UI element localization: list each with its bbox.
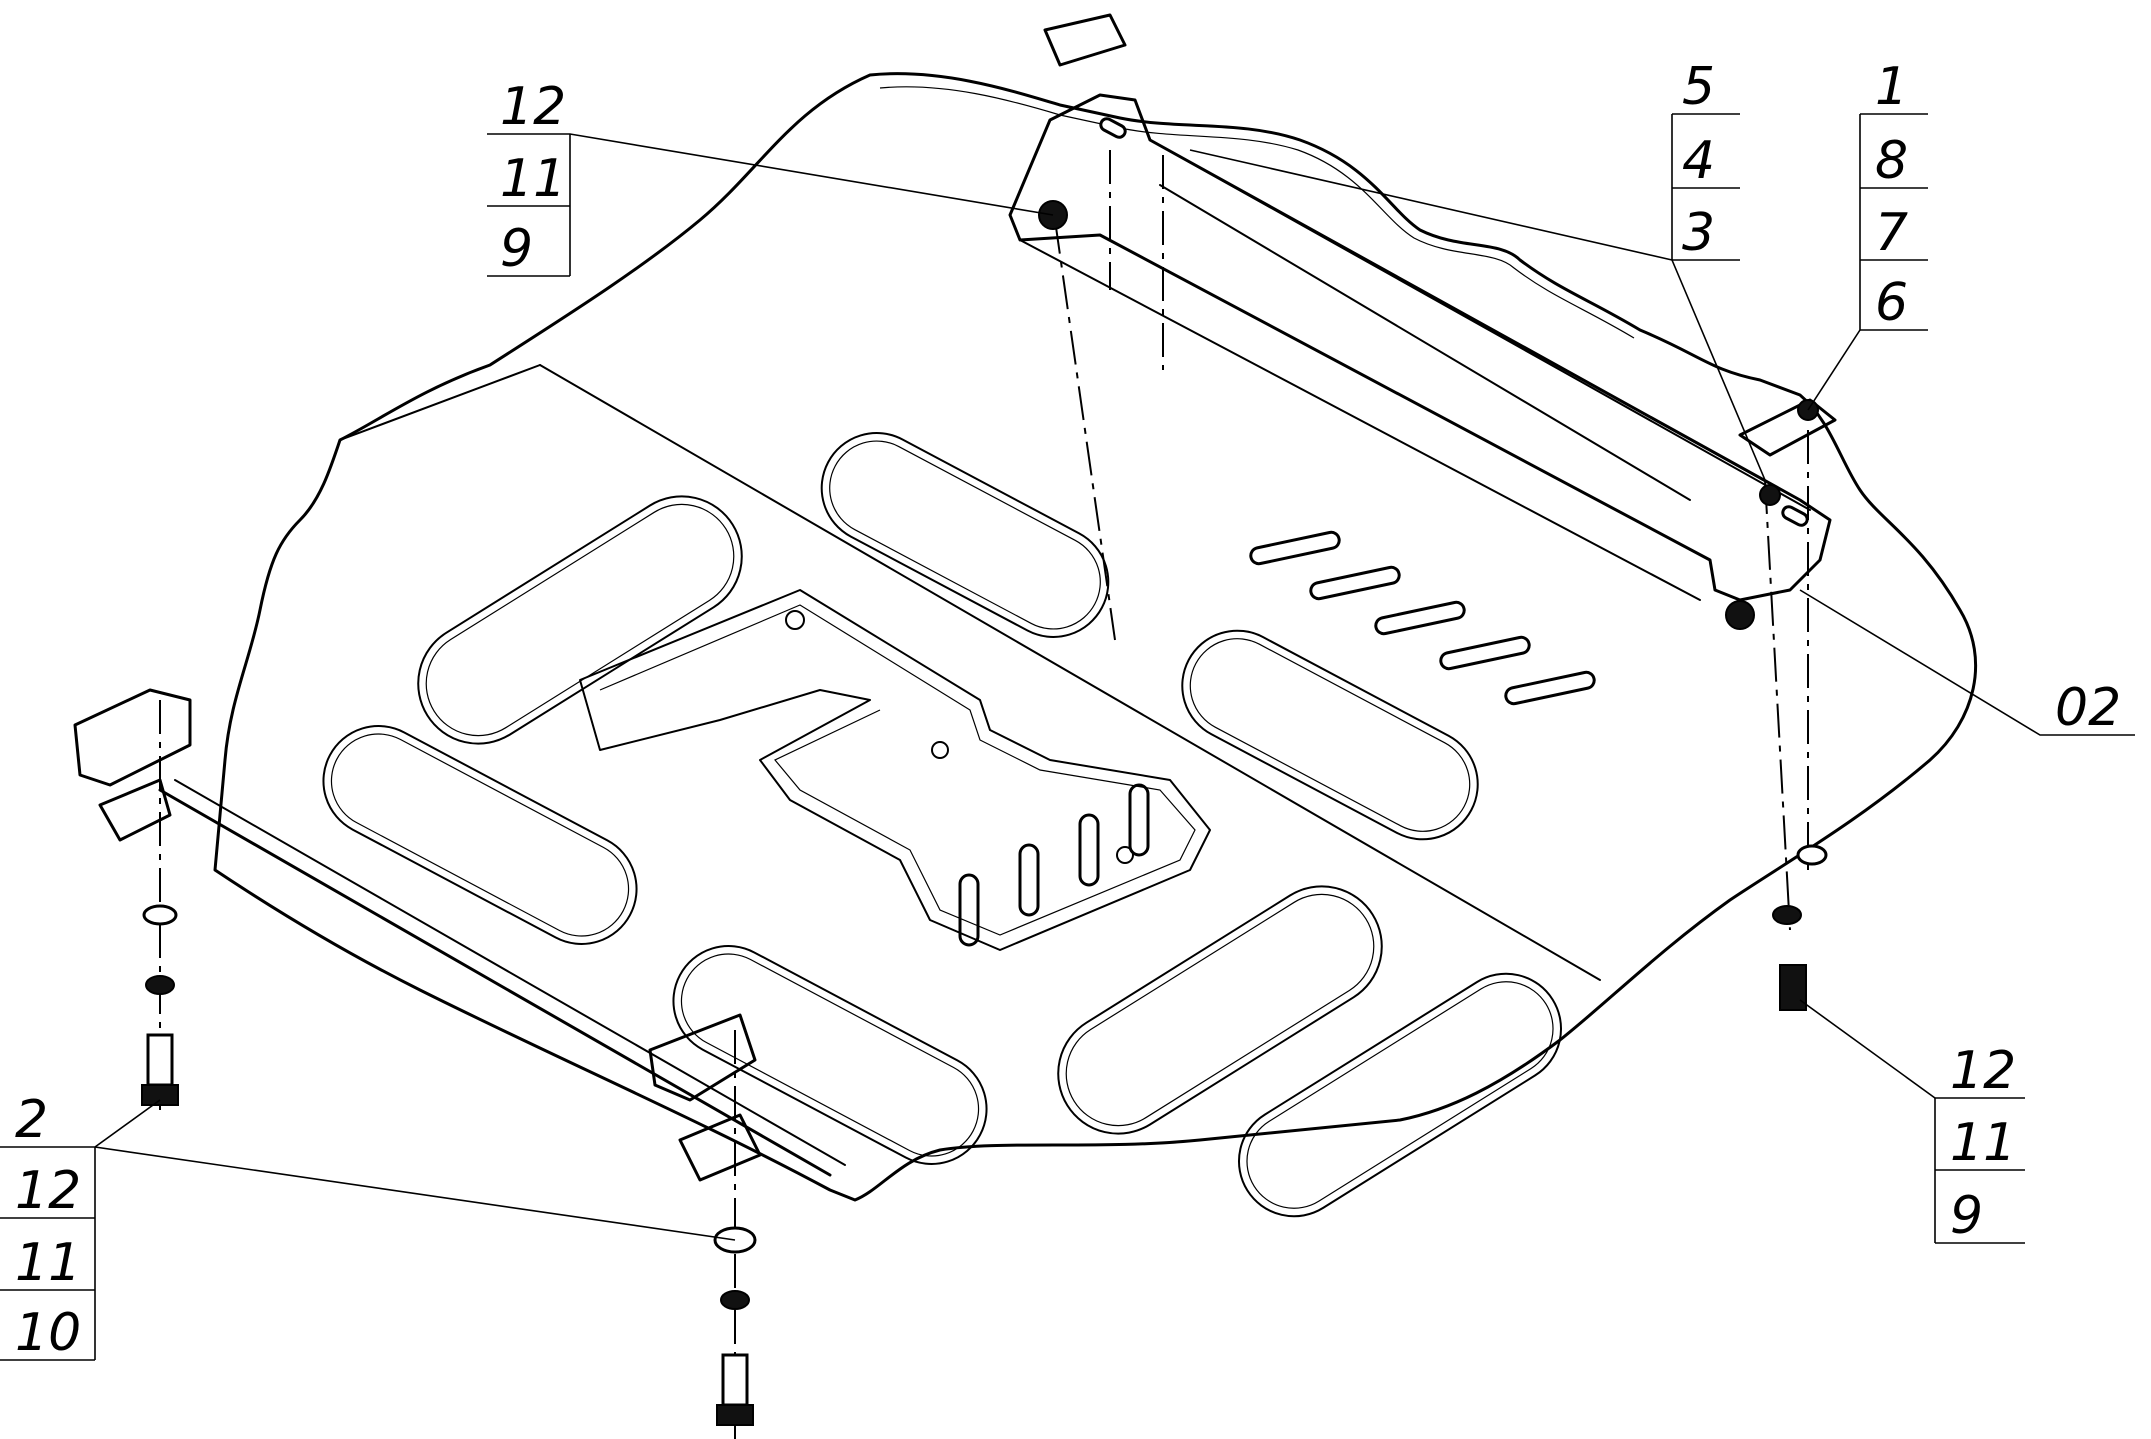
callout-2-12-11-10: 2 12 11 10 — [15, 1090, 81, 1363]
callout-label: 11 — [15, 1233, 81, 1293]
callout-label: 9 — [500, 219, 533, 279]
callout-label: 5 — [1682, 57, 1715, 117]
fasteners — [141, 200, 1828, 1426]
bolt-axes — [159, 150, 1809, 1439]
callout-label: 8 — [1875, 131, 1908, 191]
callout-12-11-9-right: 12 11 9 — [1950, 1041, 2016, 1246]
skid-plate — [158, 72, 1978, 1202]
callout-label: 1 — [1875, 57, 1908, 117]
callout-5-4-3: 5 4 3 — [1682, 57, 1715, 263]
callout-label: 02 — [2055, 678, 2121, 738]
callout-02: 02 — [2055, 678, 2121, 738]
callout-label: 6 — [1875, 273, 1908, 333]
callout-1-8-7-6: 1 8 7 6 — [1875, 57, 1908, 333]
callout-12-11-9-top: 12 11 9 — [500, 77, 566, 279]
callout-label: 4 — [1682, 131, 1715, 191]
callout-label: 12 — [15, 1161, 81, 1221]
callout-label: 10 — [15, 1303, 81, 1363]
rear-bracket — [1008, 93, 1832, 602]
callout-label: 7 — [1875, 203, 1908, 263]
callout-label: 9 — [1950, 1186, 1983, 1246]
callout-label: 12 — [500, 77, 566, 137]
callout-label: 2 — [15, 1090, 48, 1150]
callout-label: 12 — [1950, 1041, 2016, 1101]
callout-label: 3 — [1682, 203, 1715, 263]
callout-label: 11 — [1950, 1113, 2016, 1173]
callout-label: 11 — [500, 149, 566, 209]
vent-slots — [785, 530, 1596, 947]
callout-lines — [0, 113, 2135, 1361]
stamped-reliefs — [322, 432, 1563, 1218]
side-brackets — [73, 13, 1837, 1182]
